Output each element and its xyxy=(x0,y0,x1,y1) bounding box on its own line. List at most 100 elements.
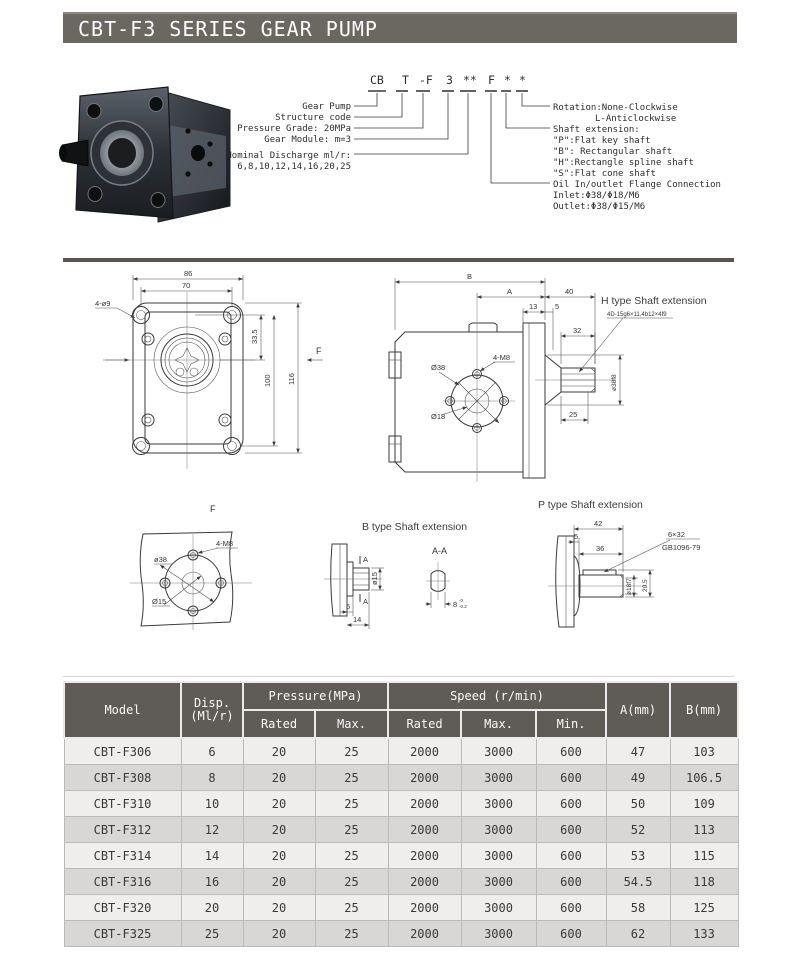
spec-cell: 25 xyxy=(314,842,389,869)
model-code-string: CB T -F 3 ** F * * xyxy=(370,73,526,87)
code-label: Structure code xyxy=(275,113,351,123)
dim-100: 100 xyxy=(263,374,272,387)
spec-cell: 3000 xyxy=(460,920,537,947)
p-dim-dia: ø18f7 xyxy=(626,578,633,595)
col-header-disp: Disp. (Ml/r) xyxy=(180,681,244,739)
group-header-speed: Speed (r/min) xyxy=(387,681,608,711)
spec-cell: 16 xyxy=(180,868,244,895)
b-type-geometry xyxy=(324,543,382,617)
spec-cell: 25 xyxy=(314,868,389,895)
p-key-spec: 6×32 xyxy=(668,530,685,539)
p-key-std: GB1096-79 xyxy=(662,543,700,552)
dim-32: 32 xyxy=(573,326,581,335)
spec-cell: 2000 xyxy=(387,894,462,921)
dim-116: 116 xyxy=(287,373,296,385)
code-label: L-Anticlockwise xyxy=(595,114,676,124)
code-part: F xyxy=(488,73,495,87)
side-view-drawing: B A 40 13 5 32 25 Ø38 4-M8 Ø18 H ty xyxy=(388,272,707,482)
spec-table: Model Disp. (Ml/r) Pressure(MPa) Speed (… xyxy=(63,681,740,947)
col-header-b: B(mm) xyxy=(669,681,740,739)
spec-cell: 113 xyxy=(669,816,739,843)
spec-cell: 2000 xyxy=(387,737,462,765)
p-dim-36: 36 xyxy=(596,544,604,553)
spec-cell: 62 xyxy=(605,920,671,947)
spec-cell: 600 xyxy=(535,790,607,817)
code-label: Rotation:None-Clockwise xyxy=(553,103,678,113)
spec-cell: CBT-F312 xyxy=(63,816,182,843)
dim-40: 40 xyxy=(565,287,573,296)
spec-cell: 20 xyxy=(242,816,316,843)
code-label: Outlet:Φ38/Φ15/M6 xyxy=(553,202,645,212)
p-type-drawing: P type Shaft extension 42 5 36 6×32 GB10… xyxy=(538,499,700,628)
page-title: CBT-F3 SERIES GEAR PUMP xyxy=(78,17,378,41)
spec-cell: 20 xyxy=(242,894,316,921)
pump-flange xyxy=(75,86,174,219)
spec-cell: 3000 xyxy=(460,790,537,817)
spec-cell: 20 xyxy=(180,894,244,921)
b-tol-bottom: -0.2 xyxy=(459,604,467,609)
spec-cell: 25 xyxy=(314,920,389,947)
spec-cell: 12 xyxy=(180,816,244,843)
code-label: 6,8,10,12,14,16,20,25 xyxy=(237,162,351,172)
spec-cell: 600 xyxy=(535,764,607,791)
label-dia38: Ø38 xyxy=(431,363,445,372)
f-view-drawing: F 4-M8 ø38 Ø15 xyxy=(130,504,252,630)
p-dim-42: 42 xyxy=(594,519,602,528)
col-header-model: Model xyxy=(63,681,182,739)
sub-header-max-speed: Max. xyxy=(460,709,538,739)
spec-cell: CBT-F316 xyxy=(63,868,182,895)
f-label-d15: Ø15 xyxy=(152,597,166,606)
front-view-drawing: 86 70 4-ø9 33.5 100 116 F xyxy=(95,269,323,469)
spec-cell: 600 xyxy=(535,842,607,869)
spec-cell: 600 xyxy=(535,894,607,921)
spec-cell: 50 xyxy=(605,790,671,817)
spec-cell: 47 xyxy=(605,737,671,765)
b-dim-14: 14 xyxy=(353,615,361,624)
page-title-bar: CBT-F3 SERIES GEAR PUMP xyxy=(63,12,737,43)
b-dim-5: 5 xyxy=(346,602,350,611)
side-view-geometry xyxy=(388,297,615,482)
spec-cell: 25 xyxy=(314,764,389,791)
dim-4-d9: 4-ø9 xyxy=(95,299,110,308)
p-type-dimensions: 42 5 36 6×32 GB1096-79 ø18f7 20.5 xyxy=(568,519,700,598)
code-part: CB xyxy=(370,73,384,87)
spec-cell: 115 xyxy=(669,842,739,869)
spec-cell: 109 xyxy=(669,790,739,817)
spec-cell: CBT-F310 xyxy=(63,790,182,817)
code-part: -F xyxy=(419,73,433,87)
code-part: T xyxy=(402,73,409,87)
p-type-title: P type Shaft extension xyxy=(538,499,643,511)
front-view-dimensions: 86 70 4-ø9 33.5 100 116 F xyxy=(95,269,323,454)
code-label: "H":Rectangle spline shaft xyxy=(553,158,694,168)
side-view-dimensions: B A 40 13 5 32 25 Ø38 4-M8 Ø18 H ty xyxy=(394,272,707,424)
code-part: 3 xyxy=(446,73,453,87)
b-dim-d15: ø15 xyxy=(370,572,379,585)
spec-cell: 25 xyxy=(314,894,389,921)
label-dia18: Ø18 xyxy=(431,412,445,421)
spec-cell: 52 xyxy=(605,816,671,843)
section-divider xyxy=(63,258,734,262)
spec-cell: CBT-F306 xyxy=(63,737,182,765)
model-code-diagram: CB T -F 3 ** F * * Gear Pump Structure c… xyxy=(226,73,721,212)
sub-header-min-speed: Min. xyxy=(535,709,608,739)
spec-cell: 49 xyxy=(605,764,671,791)
spec-cell: CBT-F314 xyxy=(63,842,182,869)
f-label-4m8: 4-M8 xyxy=(216,539,233,548)
spec-cell: 3000 xyxy=(460,842,537,869)
spec-cell: 53 xyxy=(605,842,671,869)
p-dim-205: 20.5 xyxy=(642,579,649,592)
spec-cell: 20 xyxy=(242,764,316,791)
code-label: Nominal Discharge ml/r: xyxy=(226,151,351,161)
spec-cell: 125 xyxy=(669,894,739,921)
f-view-geometry xyxy=(130,531,252,630)
spec-cell: 3000 xyxy=(460,737,537,765)
sub-header-max-pressure: Max. xyxy=(313,709,390,739)
dim-shaft-dia: ø38f8 xyxy=(611,374,618,391)
spec-cell: 10 xyxy=(180,790,244,817)
spec-cell: 3000 xyxy=(460,868,537,895)
